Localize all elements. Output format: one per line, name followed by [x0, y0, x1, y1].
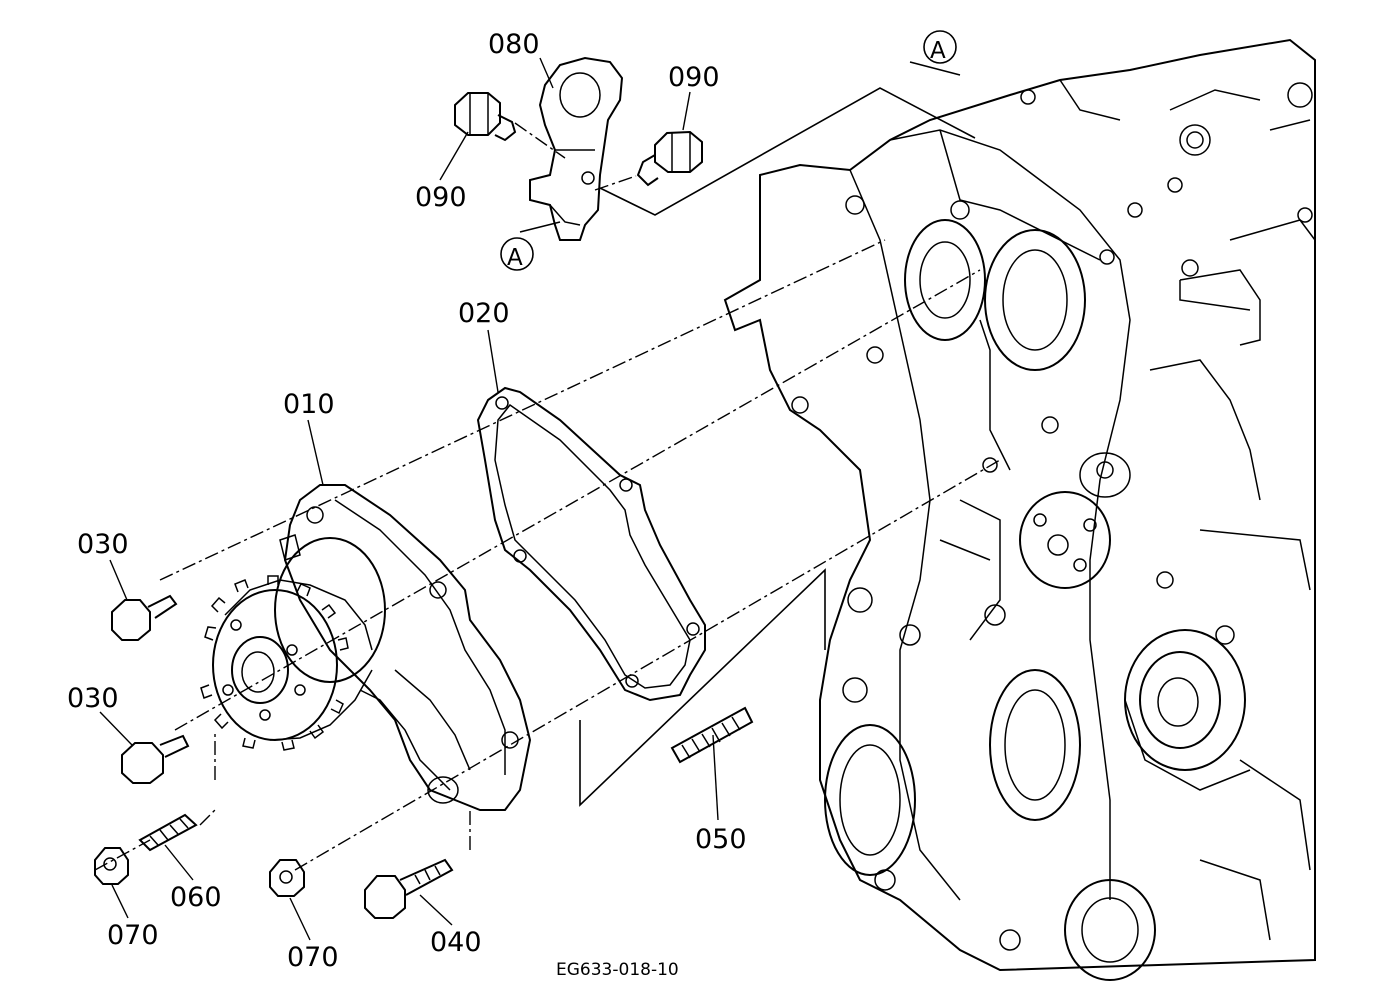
leader-lines — [99, 57, 719, 941]
reference-mark-a-bracket: A — [500, 237, 534, 271]
svg-text:A: A — [930, 38, 946, 64]
callout-070-right: 070 — [287, 942, 339, 973]
reference-mark-a-engine: A — [923, 30, 957, 64]
bolt-040 — [364, 858, 454, 919]
callout-080: 080 — [488, 29, 540, 60]
bolt-030-upper — [111, 594, 178, 641]
svg-text:A: A — [507, 245, 523, 271]
bolt-030-lower — [121, 734, 190, 784]
callout-090-right: 090 — [668, 62, 720, 93]
stud-060 — [138, 813, 198, 852]
callout-060: 060 — [170, 882, 222, 913]
callout-030-lower: 030 — [67, 683, 119, 714]
nut-070-left — [94, 847, 129, 885]
engine-block — [723, 38, 1316, 981]
callout-020: 020 — [458, 298, 510, 329]
figure-code: EG633-018-10 — [556, 960, 679, 980]
callout-070-left: 070 — [107, 920, 159, 951]
hanger-bracket-080 — [529, 56, 624, 241]
bolt-090-right — [636, 130, 703, 187]
assembly-lines — [94, 122, 1001, 871]
reference-lines — [519, 61, 976, 807]
stud-050 — [670, 706, 754, 764]
nut-070-right — [269, 859, 305, 897]
bolt-090-left — [454, 92, 517, 142]
callout-090-left: 090 — [415, 182, 467, 213]
callout-050: 050 — [695, 824, 747, 855]
gasket-020 — [476, 386, 706, 702]
callout-030-upper: 030 — [77, 529, 129, 560]
water-pump-010 — [200, 484, 532, 811]
callout-010: 010 — [283, 389, 335, 420]
callout-labels: 080 090 090 020 010 030 030 060 070 070 … — [67, 29, 747, 973]
callout-040: 040 — [430, 927, 482, 958]
